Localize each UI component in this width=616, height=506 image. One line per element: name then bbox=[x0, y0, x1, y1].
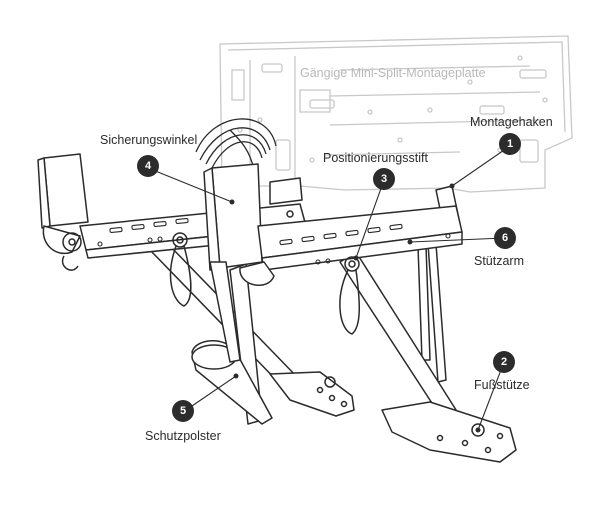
positioning-pin-left bbox=[169, 232, 192, 307]
positioning-pin-right bbox=[339, 256, 361, 335]
callout-label-fussstuetze: Fußstütze bbox=[474, 378, 530, 392]
callout-label-stuetzarm: Stützarm bbox=[474, 254, 525, 268]
rail-left-slots bbox=[97, 217, 189, 247]
callout-badge-4: 4 bbox=[137, 155, 159, 177]
pipe-bundle bbox=[195, 118, 277, 171]
callout-label-schutzpolster: Schutzpolster bbox=[145, 429, 221, 443]
safety-bracket bbox=[203, 163, 267, 363]
callout-badge-2: 2 bbox=[493, 351, 515, 373]
callout-label-positionierungsstift: Positionierungsstift bbox=[323, 151, 428, 165]
callout-label-sicherungswinkel: Sicherungswinkel bbox=[100, 133, 198, 147]
plate-title: Gängige Mini-Split-Montageplatte bbox=[300, 66, 486, 80]
rear-post bbox=[417, 243, 447, 383]
protective-pad bbox=[191, 340, 273, 425]
mounting-plate bbox=[219, 35, 573, 193]
left-upright bbox=[37, 153, 89, 271]
callout-badge-6: 6 bbox=[494, 227, 516, 249]
callout-badge-5: 5 bbox=[172, 400, 194, 422]
callout-badge-3: 3 bbox=[373, 168, 395, 190]
callout-badge-1: 1 bbox=[499, 133, 521, 155]
rail-right-slots bbox=[279, 223, 451, 265]
leader-dots bbox=[229, 183, 481, 433]
leader-lines bbox=[147, 145, 511, 431]
callout-label-montagehaken: Montagehaken bbox=[470, 115, 553, 129]
